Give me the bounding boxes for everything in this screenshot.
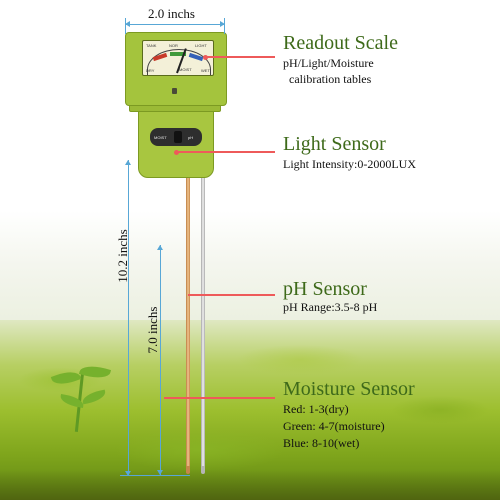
soil-shadow [0, 470, 500, 500]
steel-probe [201, 172, 205, 467]
moisture-desc-line: Green: 4-7(moisture) [283, 419, 385, 433]
width-dimension-line [125, 24, 225, 25]
readout-callout-line [205, 56, 275, 58]
switch-knob[interactable] [174, 131, 182, 143]
total-length-dimension-line [128, 160, 129, 476]
probe-length-label-wrap: 7.0 inchs [144, 280, 160, 380]
arrow-up-icon [157, 245, 163, 250]
dial-green-band [170, 52, 186, 56]
ph-desc-line: pH Range:3.5-8 pH [283, 300, 378, 314]
switch-label-ph: pH [188, 135, 194, 140]
dial-label: LIGHT [195, 43, 207, 48]
probe-length-dimension-line [160, 245, 161, 475]
moisture-desc-line: Red: 1-3(dry) [283, 402, 349, 416]
dial-label: MOIST [179, 67, 192, 72]
mode-switch[interactable]: MOIST pH [150, 128, 202, 146]
arrow-left-icon [125, 21, 130, 27]
length-extension-line [120, 475, 190, 476]
probe-length-label: 7.0 inchs [145, 306, 160, 354]
width-extension-line [224, 18, 225, 34]
moisture-callout-line [164, 397, 275, 399]
light-title: Light Sensor [283, 133, 386, 155]
copper-probe-tip [186, 466, 190, 474]
light-callout-dot [174, 150, 179, 155]
total-length-label: 10.2 inchs [115, 229, 130, 283]
light-callout-line [176, 151, 275, 153]
readout-callout-dot [203, 55, 208, 60]
dial-label: DRY [146, 68, 155, 73]
dial-label: TANK [146, 43, 157, 48]
width-extension-line [125, 18, 126, 34]
arrow-down-icon [125, 471, 131, 476]
arrow-down-icon [157, 470, 163, 475]
readout-desc-line: calibration tables [289, 72, 372, 86]
dial-label: WET [201, 68, 210, 73]
steel-probe-tip [201, 466, 205, 474]
switch-label-moist: MOIST [154, 135, 167, 140]
readout-title: Readout Scale [283, 32, 398, 54]
width-label: 2.0 inchs [148, 6, 195, 21]
moisture-desc-line: Blue: 8-10(wet) [283, 436, 360, 450]
light-desc-line: Light Intensity:0-2000LUX [283, 157, 416, 171]
background-sky [0, 0, 500, 340]
ph-callout-line [188, 294, 275, 296]
readout-desc-line: pH/Light/Moisture [283, 56, 374, 70]
arrow-up-icon [125, 160, 131, 165]
arrow-right-icon [220, 21, 225, 27]
total-length-label-wrap: 10.2 inchs [114, 206, 130, 306]
copper-probe [186, 172, 190, 467]
moisture-title: Moisture Sensor [283, 378, 415, 400]
dial-label: NOR [169, 43, 178, 48]
ph-title: pH Sensor [283, 278, 367, 300]
light-sensor-window [172, 88, 177, 94]
readout-dial: TANK NOR MOIST LIGHT DRY WET [142, 40, 214, 76]
